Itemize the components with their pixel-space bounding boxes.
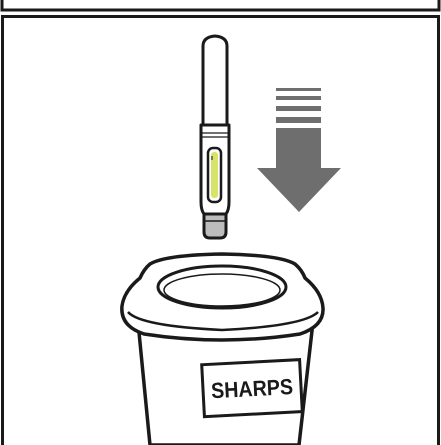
auto-injector-pen-icon	[201, 36, 229, 238]
sharps-container: SHARPS	[122, 254, 323, 445]
container-opening	[158, 266, 286, 308]
sharps-label-text: SHARPS	[210, 374, 293, 403]
sharps-label: SHARPS	[202, 360, 303, 417]
